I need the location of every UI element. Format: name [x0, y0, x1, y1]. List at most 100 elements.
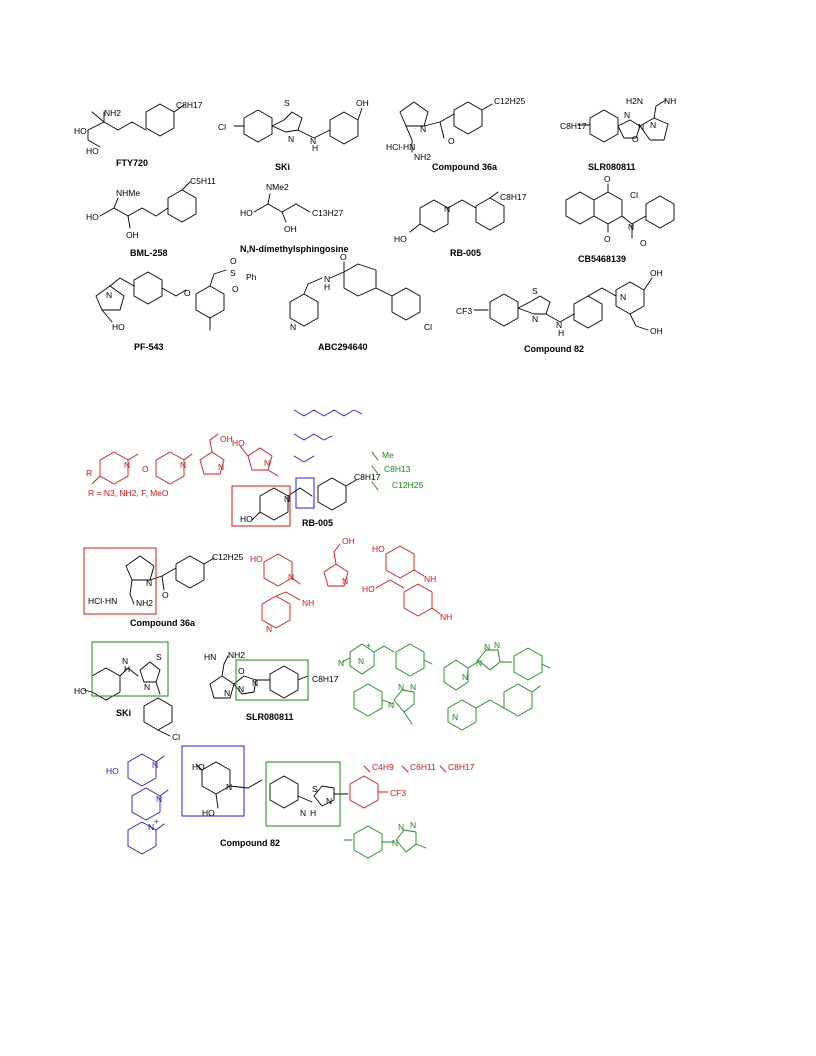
atom: N — [284, 494, 290, 504]
atom: NH — [424, 574, 436, 584]
atom: N — [556, 320, 562, 330]
atom: N — [148, 822, 154, 832]
modification-box-green — [235, 659, 309, 701]
atom: Cl — [172, 732, 180, 742]
atom: C13H27 — [312, 208, 343, 218]
atom: + — [366, 640, 371, 650]
atom: Me — [382, 450, 394, 460]
substituent-note: R = N3, NH2, F, MeO — [88, 488, 169, 498]
atom: C8H13 — [384, 464, 411, 474]
atom: N — [462, 672, 468, 682]
atom: N — [494, 640, 500, 650]
atom: NH2 — [228, 650, 245, 660]
atom: N — [144, 682, 150, 692]
compound-label: Compound 36a — [130, 618, 196, 628]
atom: NH — [664, 96, 676, 106]
atom: H2N — [626, 96, 643, 106]
atom: S — [312, 784, 318, 794]
atom: N — [238, 684, 244, 694]
atom: O — [232, 284, 239, 294]
atom: HO — [362, 584, 375, 594]
compound-label: SLR080811 — [588, 162, 636, 172]
atom: HO — [74, 686, 87, 696]
atom: N — [300, 808, 306, 818]
compound-label: RB-005 — [302, 518, 333, 528]
atom: N — [180, 460, 186, 470]
atom: O — [238, 666, 245, 676]
structure-slr080811: C8H17 N O N NH H2N N SLR080811 — [560, 96, 676, 172]
atom: N — [226, 782, 232, 792]
structure-compound-36a: N O HCl·HN NH2 C12H25 Compound 36a — [386, 96, 525, 172]
atom: C4H9 — [372, 762, 394, 772]
compound-label: FTY720 — [116, 158, 148, 168]
structure-rb-005: N HO C8H17 RB-005 — [394, 191, 527, 258]
sar-ski: N H S N HO Cl SKi NH2 HN N O N N C8H17 S… — [74, 640, 551, 742]
modification-box-green — [265, 761, 341, 827]
atom: HO — [240, 208, 253, 218]
atom: OH — [284, 224, 297, 234]
atom: S — [284, 98, 290, 108]
structure-cb5468139: O O Cl N O CB5468139 — [565, 174, 675, 264]
modification-box-blue — [295, 477, 315, 509]
structure-pf-543: N HO O S O O Ph PF-543 — [95, 256, 257, 352]
compound-label: CB5468139 — [578, 254, 626, 264]
compound-label: RB-005 — [450, 248, 481, 258]
atom: O — [162, 590, 169, 600]
atom: N — [106, 290, 112, 300]
atom: C8H17 — [312, 674, 339, 684]
atom: C8H17 — [176, 100, 203, 110]
atom: N — [288, 134, 294, 144]
atom: HO — [232, 438, 245, 448]
atom: OH — [342, 536, 355, 546]
atom: N — [326, 796, 332, 806]
atom: NH — [302, 598, 314, 608]
structure-bml-258: NHMe HO OH C5H11 BML-258 — [86, 176, 216, 258]
modification-box-green — [91, 641, 169, 697]
atom: O — [230, 256, 237, 266]
atom: C8H17 — [448, 762, 475, 772]
atom: HO — [394, 234, 407, 244]
compound-label: SKi — [116, 708, 131, 718]
atom: HO — [192, 762, 205, 772]
atom: C12H25 — [494, 96, 525, 106]
atom: + — [154, 816, 159, 826]
atom: HO — [86, 146, 99, 156]
atom: CF3 — [390, 788, 406, 798]
atom: O — [340, 252, 347, 262]
atom: HO — [106, 766, 119, 776]
atom: N — [290, 322, 296, 332]
atom: N — [152, 760, 158, 770]
atom: N — [624, 110, 630, 120]
atom: N — [310, 136, 316, 146]
atom: N — [650, 120, 656, 130]
atom: N — [452, 712, 458, 722]
atom: N — [484, 642, 490, 652]
atom: N — [218, 462, 224, 472]
atom: OH — [650, 326, 663, 336]
atom: Cl — [218, 122, 226, 132]
compound-label: SKi — [275, 162, 290, 172]
modification-box-blue — [181, 745, 245, 817]
atom: N — [638, 122, 644, 132]
atom: HO — [372, 544, 385, 554]
atom: H — [324, 282, 330, 292]
atom: N — [288, 572, 294, 582]
atom: O — [448, 136, 455, 146]
compound-label: Compound 82 — [220, 838, 280, 848]
atom: C8H17 — [560, 121, 587, 131]
atom: S — [156, 652, 162, 662]
sar-compound-36a: N O HCl·HN NH2 C12H25 HO N OH N HO NH N … — [83, 536, 452, 634]
atom: N — [392, 838, 398, 848]
atom: Ph — [246, 272, 257, 282]
atom: N — [398, 682, 404, 692]
atom: O — [640, 238, 647, 248]
atom: HO — [86, 212, 99, 222]
atom: O — [632, 134, 639, 144]
atom: HO — [202, 808, 215, 818]
atom: N — [476, 658, 482, 668]
atom: N — [264, 458, 270, 468]
atom: CF3 — [456, 306, 472, 316]
atom: O — [604, 174, 611, 184]
compound-label: SLR080811 — [246, 712, 294, 722]
compound-label: Compound 36a — [432, 162, 498, 172]
